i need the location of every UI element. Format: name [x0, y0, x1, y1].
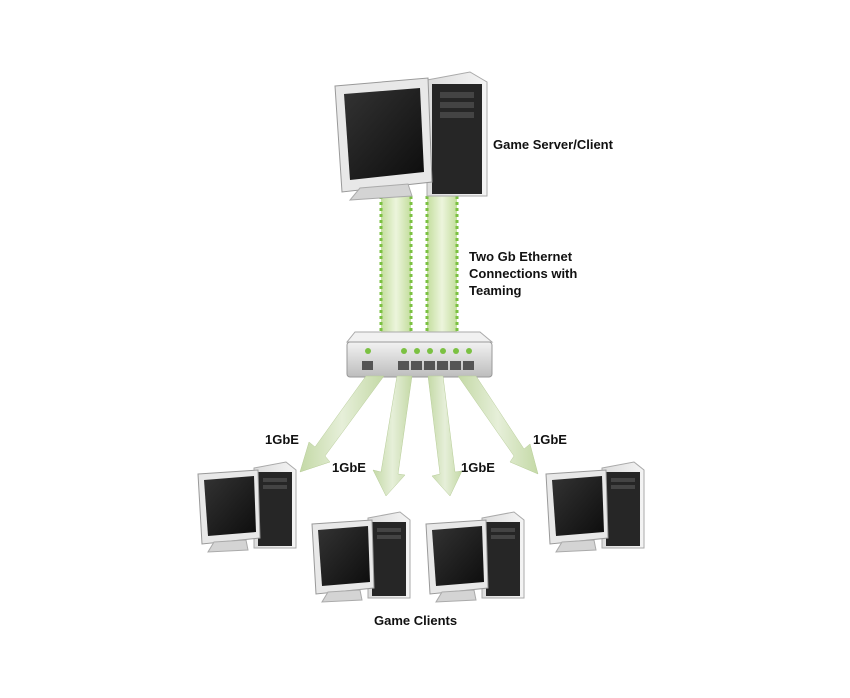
ethernet-beam-right — [427, 196, 457, 336]
link-speed-label-3: 1GbE — [461, 460, 495, 475]
client-computer-icon-1 — [197, 461, 297, 553]
client-computer-icon-2 — [311, 511, 411, 603]
link-speed-label-1: 1GbE — [265, 432, 299, 447]
arrow-to-client-4 — [457, 375, 539, 475]
server-computer-icon — [334, 71, 488, 201]
link-speed-label-4: 1GbE — [533, 432, 567, 447]
server-label: Game Server/Client — [493, 137, 613, 152]
client-link-arrows — [299, 375, 539, 497]
network-switch-icon — [345, 331, 494, 378]
arrow-to-client-1 — [299, 375, 385, 473]
clients-label: Game Clients — [374, 613, 458, 628]
arrow-to-client-3 — [427, 375, 463, 497]
client-computer-icon-3 — [425, 511, 525, 603]
teaming-label: Two Gb Ethernet Connections with Teaming — [469, 249, 578, 298]
ethernet-beam-left — [381, 196, 411, 336]
link-speed-label-2: 1GbE — [332, 460, 366, 475]
ethernet-team-links — [379, 196, 459, 336]
client-computer-icon-4 — [545, 461, 645, 553]
arrow-to-client-2 — [372, 375, 413, 497]
